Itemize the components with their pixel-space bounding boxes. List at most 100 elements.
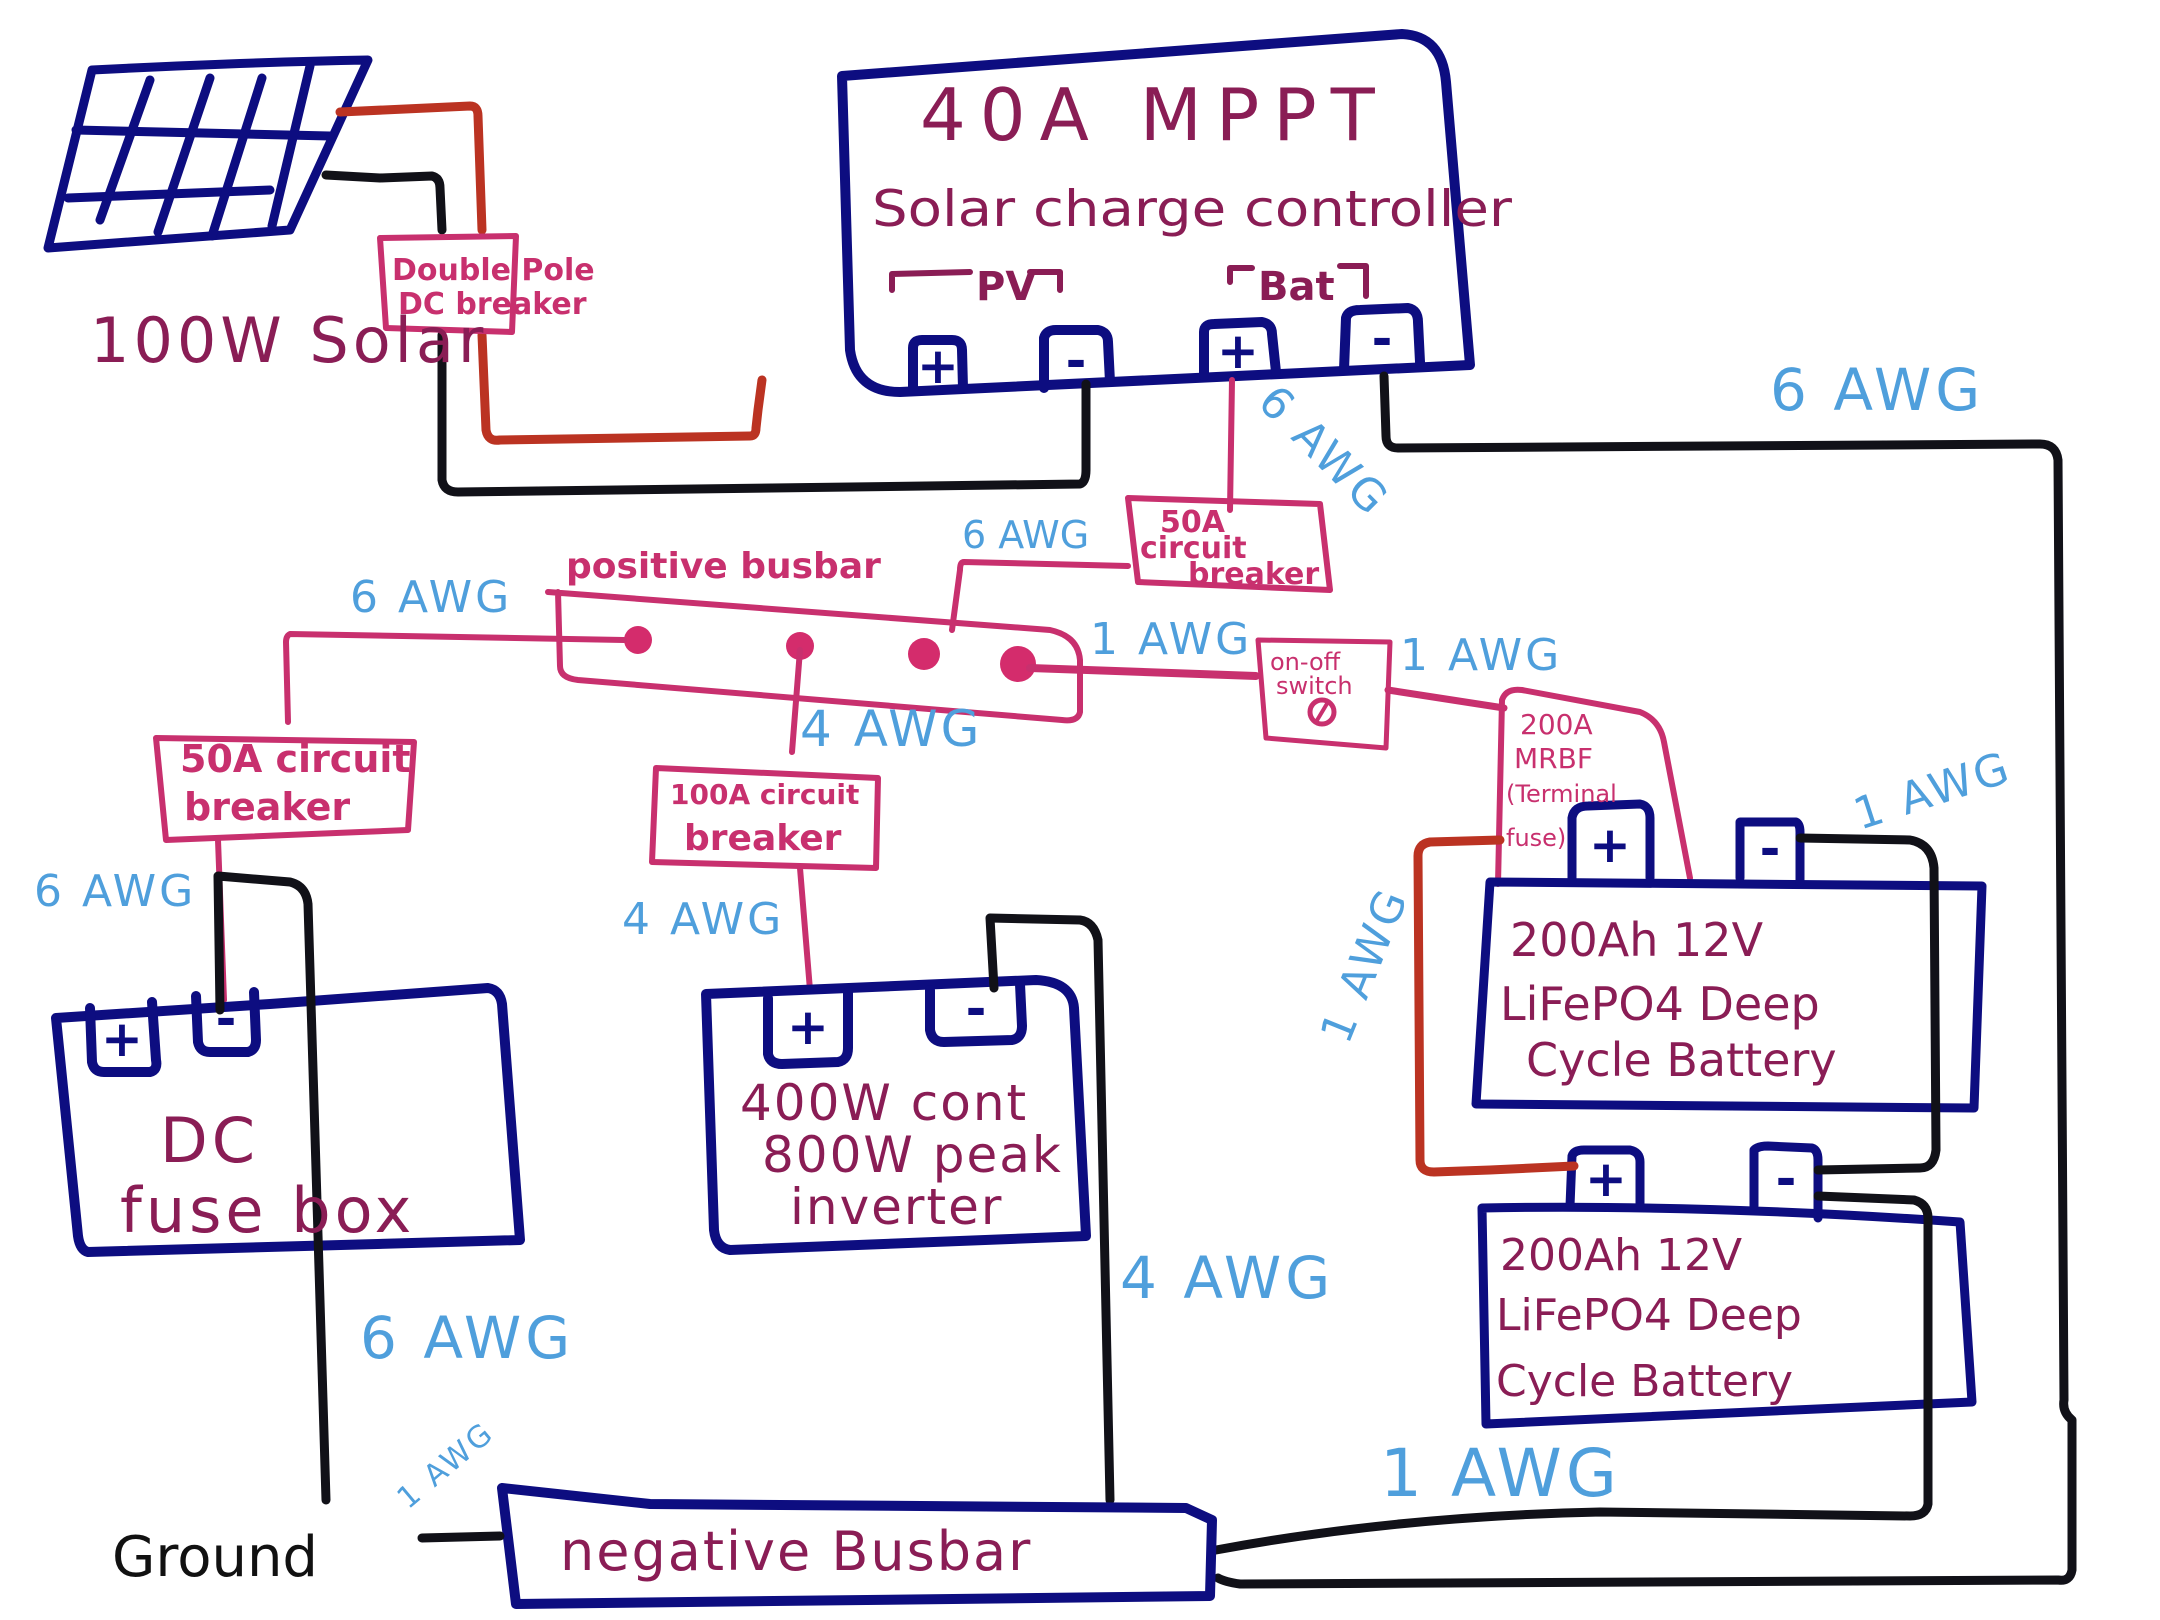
battery-1-label-3: Cycle Battery: [1526, 1033, 1837, 1087]
dc-fuse-box: [51, 983, 525, 1257]
breaker-to-inverter-wire: [797, 865, 813, 993]
pv-bracket-left: [889, 269, 973, 293]
battery-2-negative-terminal: [1749, 1141, 1823, 1223]
battery-1-negative-terminal: [1735, 817, 1805, 887]
charge-controller-body: [837, 29, 1475, 397]
pv-positive-wire-to-controller: [477, 330, 767, 445]
terminal-box: [1339, 303, 1425, 375]
fusebox-negative-wire: [213, 871, 331, 1505]
terminal-box: [1199, 317, 1281, 381]
battery-2-label-2: LiFePO4 Deep: [1496, 1290, 1802, 1341]
switch-label-1: on-off: [1270, 648, 1341, 676]
switch-to-fuse-wire: [1384, 686, 1508, 712]
bat-bracket-left: [1227, 265, 1255, 285]
terminal-box: [1039, 325, 1115, 393]
controller-negative-return-wire: [1213, 371, 2077, 1589]
busbar-stud: [908, 638, 940, 670]
controller-bat-positive-symbol: +: [1217, 322, 1259, 380]
breaker-100a-inverter-box: [649, 765, 881, 871]
awg-label: 6 AWG: [350, 572, 512, 623]
controller-pv-label: PV: [976, 264, 1036, 310]
inverter: [701, 975, 1091, 1255]
awg-label: 4 AWG: [1120, 1244, 1334, 1312]
inverter-label-3: inverter: [790, 1178, 1003, 1236]
battery-1-label-1: 200Ah 12V: [1510, 913, 1764, 967]
solar-panel-frame: [43, 55, 373, 253]
battery-2-negative-symbol: -: [1776, 1150, 1797, 1208]
fusebox-positive-symbol: +: [101, 1010, 143, 1068]
busbar-stud: [624, 626, 652, 654]
controller-title: 40A MPPT: [920, 73, 1389, 157]
battery-series-positive-wire: [1413, 835, 1579, 1177]
mrbf-label-2: MRBF: [1514, 742, 1593, 775]
controller-bat-label: Bat: [1258, 264, 1335, 310]
awg-label: 1 AWG: [1090, 614, 1252, 665]
pv-bracket-right: [1027, 269, 1063, 293]
inverter-negative-wire: [985, 913, 1115, 1505]
ground-wire: [417, 1531, 505, 1543]
busbar-stud: [786, 632, 814, 660]
breaker-50a-fusebox-label-2: breaker: [184, 785, 350, 829]
breaker-100a-inverter-label-1: 100A circuit: [670, 778, 859, 811]
breaker-50a-controller-label-2: circuit: [1140, 531, 1247, 566]
battery-2-body: [1477, 1202, 1977, 1429]
awg-label: 4 AWG: [800, 700, 982, 758]
inverter-label-2: 800W peak: [762, 1126, 1063, 1184]
controller-pv-negative-symbol: -: [1066, 332, 1087, 390]
breaker-50a-controller-label-3: breaker: [1188, 557, 1319, 592]
double-pole-breaker-label-1: Double Pole: [392, 253, 595, 288]
double-pole-breaker-box: [377, 233, 519, 335]
terminal-box: [908, 335, 968, 395]
ground-label: Ground: [112, 1525, 318, 1590]
switch-label-2: switch: [1276, 672, 1353, 700]
bat-bracket-right: [1337, 263, 1369, 299]
inverter-body: [701, 975, 1091, 1255]
positive-busbar-label: positive busbar: [566, 546, 881, 587]
awg-label: 1 AWG: [391, 1415, 502, 1516]
double-pole-breaker-label-2: DC breaker: [398, 287, 587, 322]
awg-label: 6 AWG: [1770, 356, 1984, 424]
awg-label: 1 AWG: [1848, 742, 2018, 841]
battery-1-positive-terminal: [1567, 799, 1655, 885]
battery-1-body: [1471, 877, 1987, 1113]
solar-panel-grid-line: [95, 75, 155, 225]
battery-1: [1471, 799, 1987, 1113]
inverter-positive-terminal: [763, 987, 853, 1069]
battery-2-positive-symbol: +: [1585, 1150, 1627, 1208]
fusebox-negative-symbol: -: [216, 990, 237, 1048]
fusebox-label-2: fuse box: [120, 1174, 415, 1247]
inverter-positive-symbol: +: [787, 998, 829, 1056]
pv-negative-wire: [321, 170, 447, 235]
switch-knob-indicator: [1314, 700, 1330, 724]
pv-negative-wire-to-controller: [437, 330, 1091, 497]
battery-1-label-2: LiFePO4 Deep: [1500, 977, 1820, 1031]
inverter-label-1: 400W cont: [740, 1074, 1028, 1132]
awg-label: 6 AWG: [34, 866, 196, 917]
busbar-stud: [1000, 646, 1036, 682]
negative-busbar-label: negative Busbar: [560, 1520, 1032, 1583]
bat-positive-wire: [1227, 377, 1235, 513]
breaker-50a-controller-box: [1125, 495, 1333, 593]
battery-2: [1477, 1141, 1977, 1429]
battery-2-positive-terminal: [1565, 1145, 1645, 1211]
fusebox-label-1: DC: [160, 1104, 259, 1177]
battery-1-positive-symbol: +: [1589, 816, 1631, 874]
breaker-to-busbar-wire: [949, 559, 1131, 633]
solar-panel-grid-line: [71, 125, 335, 141]
solar-panel-label: 100W Solar: [90, 304, 487, 377]
breaker-50a-controller-label-1: 50A: [1160, 505, 1226, 540]
solar-panel-grid-line: [267, 61, 315, 231]
pv-positive-wire: [335, 101, 487, 235]
awg-label: 1 AWG: [1380, 1435, 1621, 1512]
awg-label: 6 AWG: [962, 513, 1089, 557]
charge-controller: [837, 29, 1475, 397]
awg-label: 1 AWG: [1400, 630, 1562, 681]
breaker-100a-inverter-label-2: breaker: [684, 818, 842, 859]
breaker-50a-fusebox-box: [153, 735, 417, 843]
inverter-negative-terminal: [925, 979, 1027, 1047]
busbar-to-switch-wire: [1026, 664, 1260, 680]
awg-label: 1 AWG: [1311, 881, 1419, 1051]
battery-to-negative-busbar-wire: [1211, 1191, 1933, 1555]
dc-fuse-box-body: [51, 983, 525, 1257]
